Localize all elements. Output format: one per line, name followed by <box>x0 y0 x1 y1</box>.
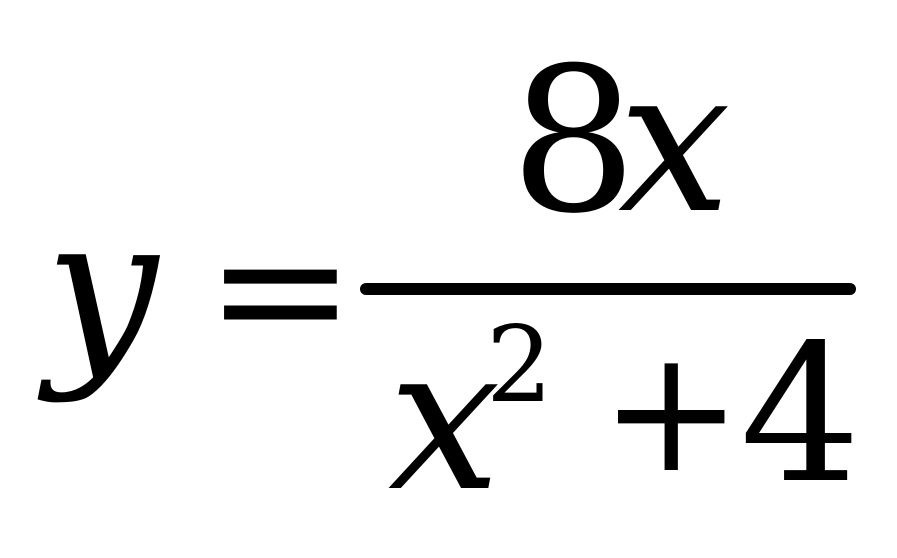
numerator-coefficient: 8 <box>510 25 638 258</box>
denominator-exponent: 2 <box>486 304 553 426</box>
plus-sign: + <box>600 313 743 511</box>
denominator-constant: 4 <box>740 304 861 525</box>
fraction-bar <box>360 283 856 295</box>
equals-sign: = <box>205 185 356 394</box>
numerator-variable-x: x <box>618 25 731 258</box>
denominator-variable-x: x <box>388 303 501 536</box>
variable-y: y <box>45 173 158 406</box>
